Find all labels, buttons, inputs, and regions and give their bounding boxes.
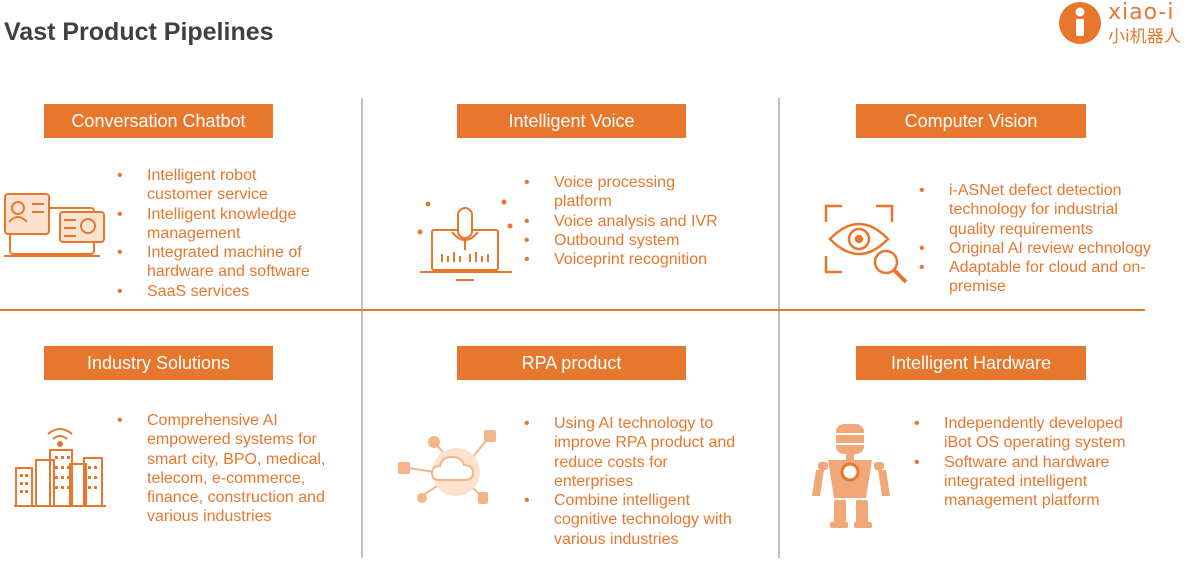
smart-city-icon — [14, 428, 106, 507]
section-bullets-intelligent-hardware: Independently developed iBot OS operatin… — [914, 414, 1134, 510]
column-divider-2 — [778, 98, 780, 558]
logo-mark-icon — [1059, 2, 1101, 44]
bullet-item: Voice analysis and IVR — [524, 212, 734, 232]
section-bullets-rpa-product: Using AI technology to improve RPA produ… — [524, 414, 739, 549]
bullet-item: Adaptable for cloud and on-premise — [919, 258, 1159, 297]
bullet-item: SaaS services — [117, 282, 322, 302]
bullet-item: Intelligent robot customer service — [117, 166, 322, 205]
chatbot-icon — [4, 193, 105, 257]
logo-chinese-text: 小i机器人 — [1108, 27, 1181, 47]
bullet-item: Original AI review echnology — [919, 239, 1159, 259]
section-label-conversation-chatbot: Conversation Chatbot — [44, 104, 273, 138]
bullet-item: Comprehensive AI empowered systems for s… — [117, 411, 337, 527]
section-bullets-industry-solutions: Comprehensive AI empowered systems for s… — [117, 411, 337, 527]
section-bullets-conversation-chatbot: Intelligent robot customer service Intel… — [117, 166, 322, 301]
bullet-item: Voice processing platform — [524, 173, 734, 212]
robot-icon — [812, 424, 890, 528]
eye-scan-icon — [824, 204, 908, 284]
section-label-computer-vision: Computer Vision — [856, 104, 1086, 138]
logo-latin-text: xiao-i — [1108, 0, 1175, 25]
bullet-item: Voiceprint recognition — [524, 250, 734, 270]
bullet-item: i-ASNet defect detection technology for … — [919, 181, 1159, 239]
xiao-i-logo: xiao-i 小i机器人 — [1056, 0, 1200, 47]
bullet-item: Integrated machine of hardware and softw… — [117, 243, 322, 282]
section-label-intelligent-voice: Intelligent Voice — [457, 104, 686, 138]
bullet-item: Using AI technology to improve RPA produ… — [524, 414, 739, 491]
column-divider-1 — [361, 98, 363, 558]
cloud-network-icon — [398, 430, 496, 504]
section-label-industry-solutions: Industry Solutions — [44, 346, 273, 380]
bullet-item: Outbound system — [524, 231, 734, 251]
section-bullets-computer-vision: i-ASNet defect detection technology for … — [919, 181, 1159, 297]
bullet-item: Intelligent knowledge management — [117, 205, 322, 244]
row-divider — [0, 309, 1145, 311]
bullet-item: Software and hardware integrated intelli… — [914, 453, 1134, 511]
section-label-rpa-product: RPA product — [457, 346, 686, 380]
bullet-item: Combine intelligent cognitive technology… — [524, 491, 739, 549]
section-label-intelligent-hardware: Intelligent Hardware — [856, 346, 1086, 380]
microphone-laptop-icon — [417, 199, 513, 281]
page-title: Vast Product Pipelines — [4, 18, 274, 46]
section-bullets-intelligent-voice: Voice processing platform Voice analysis… — [524, 173, 734, 270]
bullet-item: Independently developed iBot OS operatin… — [914, 414, 1134, 453]
